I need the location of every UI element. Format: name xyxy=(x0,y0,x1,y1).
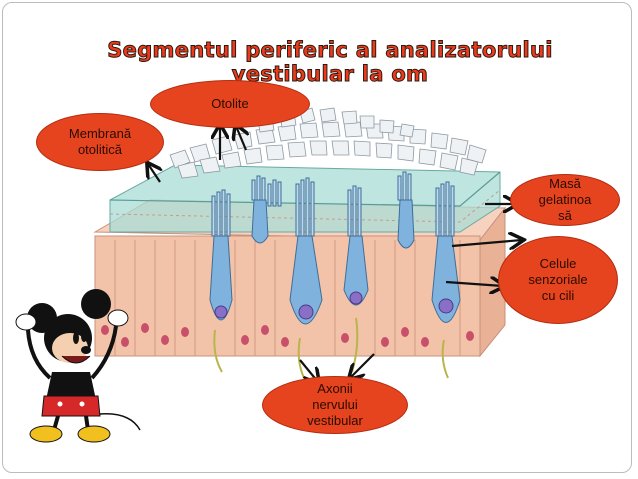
mickey-mouse-figure xyxy=(15,289,141,443)
label-celule-senzoriale: Celule senzoriale cu cili xyxy=(498,236,618,324)
cilia-bundles xyxy=(211,171,455,237)
label-otolite: Otolite xyxy=(150,80,310,128)
pointer-arrows xyxy=(148,126,522,382)
slide-frame xyxy=(2,2,632,473)
otoliths-layer xyxy=(169,107,487,179)
label-axonii-nervului: Axonii nervului vestibular xyxy=(262,376,408,434)
label-membrana-otolitica: Membrană otolitică xyxy=(36,113,164,171)
hair-cells xyxy=(209,199,461,325)
hair-cell-nuclei xyxy=(214,291,454,320)
label-masa-gelatinoasa: Masă gelatinoa să xyxy=(510,174,620,226)
